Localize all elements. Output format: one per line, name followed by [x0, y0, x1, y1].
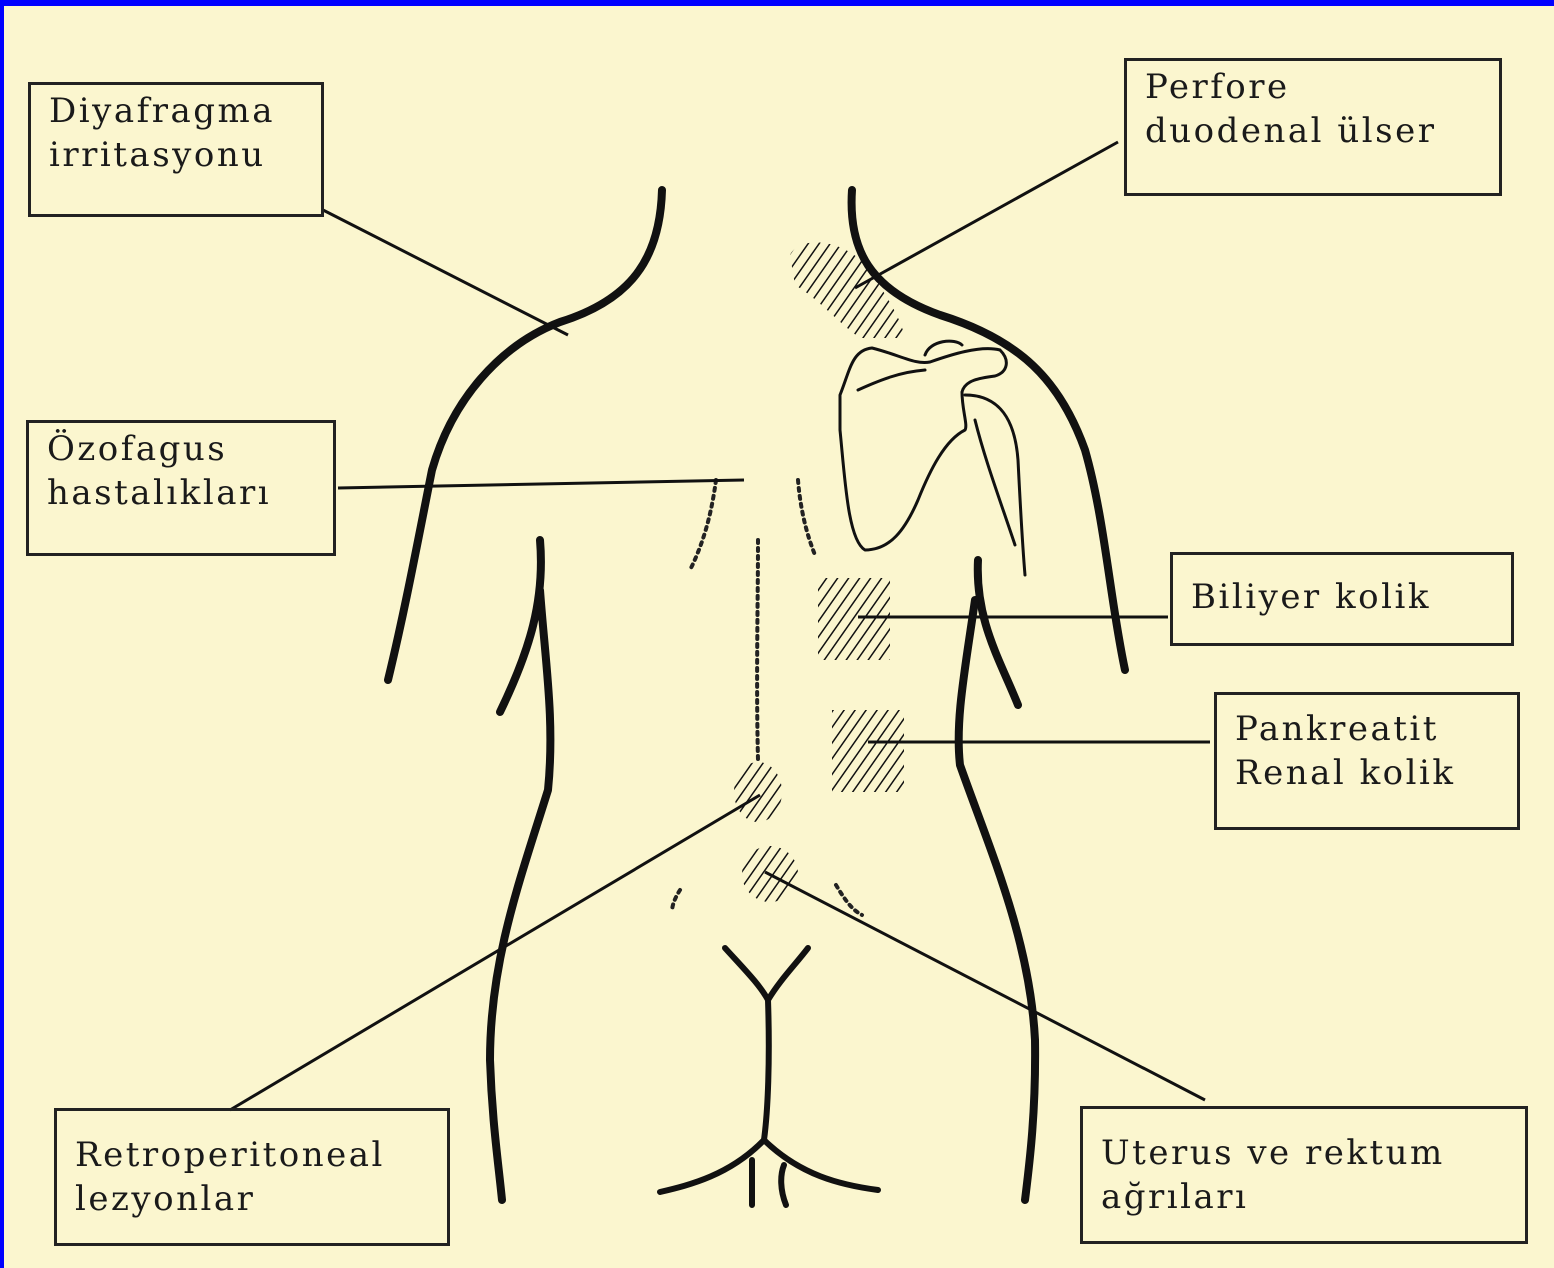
right-inner-arm-outline	[978, 560, 1018, 705]
label-esophagus-diseases: Özofagus hastalıkları	[26, 420, 336, 556]
leader-duodenal	[855, 142, 1118, 288]
label-retro-line1: Retroperitoneal	[75, 1133, 429, 1177]
gluteal-cleft	[660, 948, 878, 1205]
label-uterus-line1: Uterus ve rektum	[1101, 1131, 1507, 1175]
figure-frame: Diyafragma irritasyonu Perfore duodenal …	[4, 6, 1554, 1268]
right-flank-leg-outline	[959, 600, 1035, 1200]
label-retro-line2: lezyonlar	[75, 1177, 429, 1221]
label-pancreas-line1: Pankreatit	[1235, 707, 1499, 751]
label-diaphragm-irritation: Diyafragma irritasyonu	[28, 82, 324, 217]
leader-uterus	[765, 872, 1205, 1100]
label-uterus-rectum-pain: Uterus ve rektum ağrıları	[1080, 1106, 1528, 1244]
left-flank-leg-outline	[490, 590, 550, 1200]
label-perforated-duodenal-ulcer: Perfore duodenal ülser	[1124, 58, 1502, 196]
label-pancreas-line2: Renal kolik	[1235, 751, 1499, 795]
label-diaphragm-line1: Diyafragma	[49, 89, 303, 133]
label-retroperitoneal-lesions: Retroperitoneal lezyonlar	[54, 1108, 450, 1246]
label-esophagus-line2: hastalıkları	[47, 471, 315, 515]
label-diaphragm-line2: irritasyonu	[49, 133, 303, 177]
hatch-biliary-colic	[818, 578, 890, 660]
label-duodenal-line1: Perfore	[1145, 65, 1481, 109]
label-biliary-colic: Biliyer kolik	[1170, 552, 1514, 646]
left-inner-arm-outline	[500, 540, 541, 712]
hatch-retroperitoneal	[734, 762, 782, 822]
label-uterus-line2: ağrıları	[1101, 1175, 1507, 1219]
leader-retro	[230, 795, 760, 1110]
leader-diaphragm	[323, 210, 568, 335]
label-esophagus-line1: Özofagus	[47, 427, 315, 471]
label-pancreatitis-renal-colic: Pankreatit Renal kolik	[1214, 692, 1520, 830]
right-neck-shoulder-arm-outline	[852, 190, 1125, 670]
hatch-pancreatitis	[832, 710, 904, 792]
leader-lines	[230, 142, 1210, 1110]
leader-esophagus	[338, 480, 744, 488]
scapula-clavicle	[840, 341, 1025, 575]
label-duodenal-line2: duodenal ülser	[1145, 109, 1481, 153]
label-biliary-line1: Biliyer kolik	[1191, 575, 1493, 619]
